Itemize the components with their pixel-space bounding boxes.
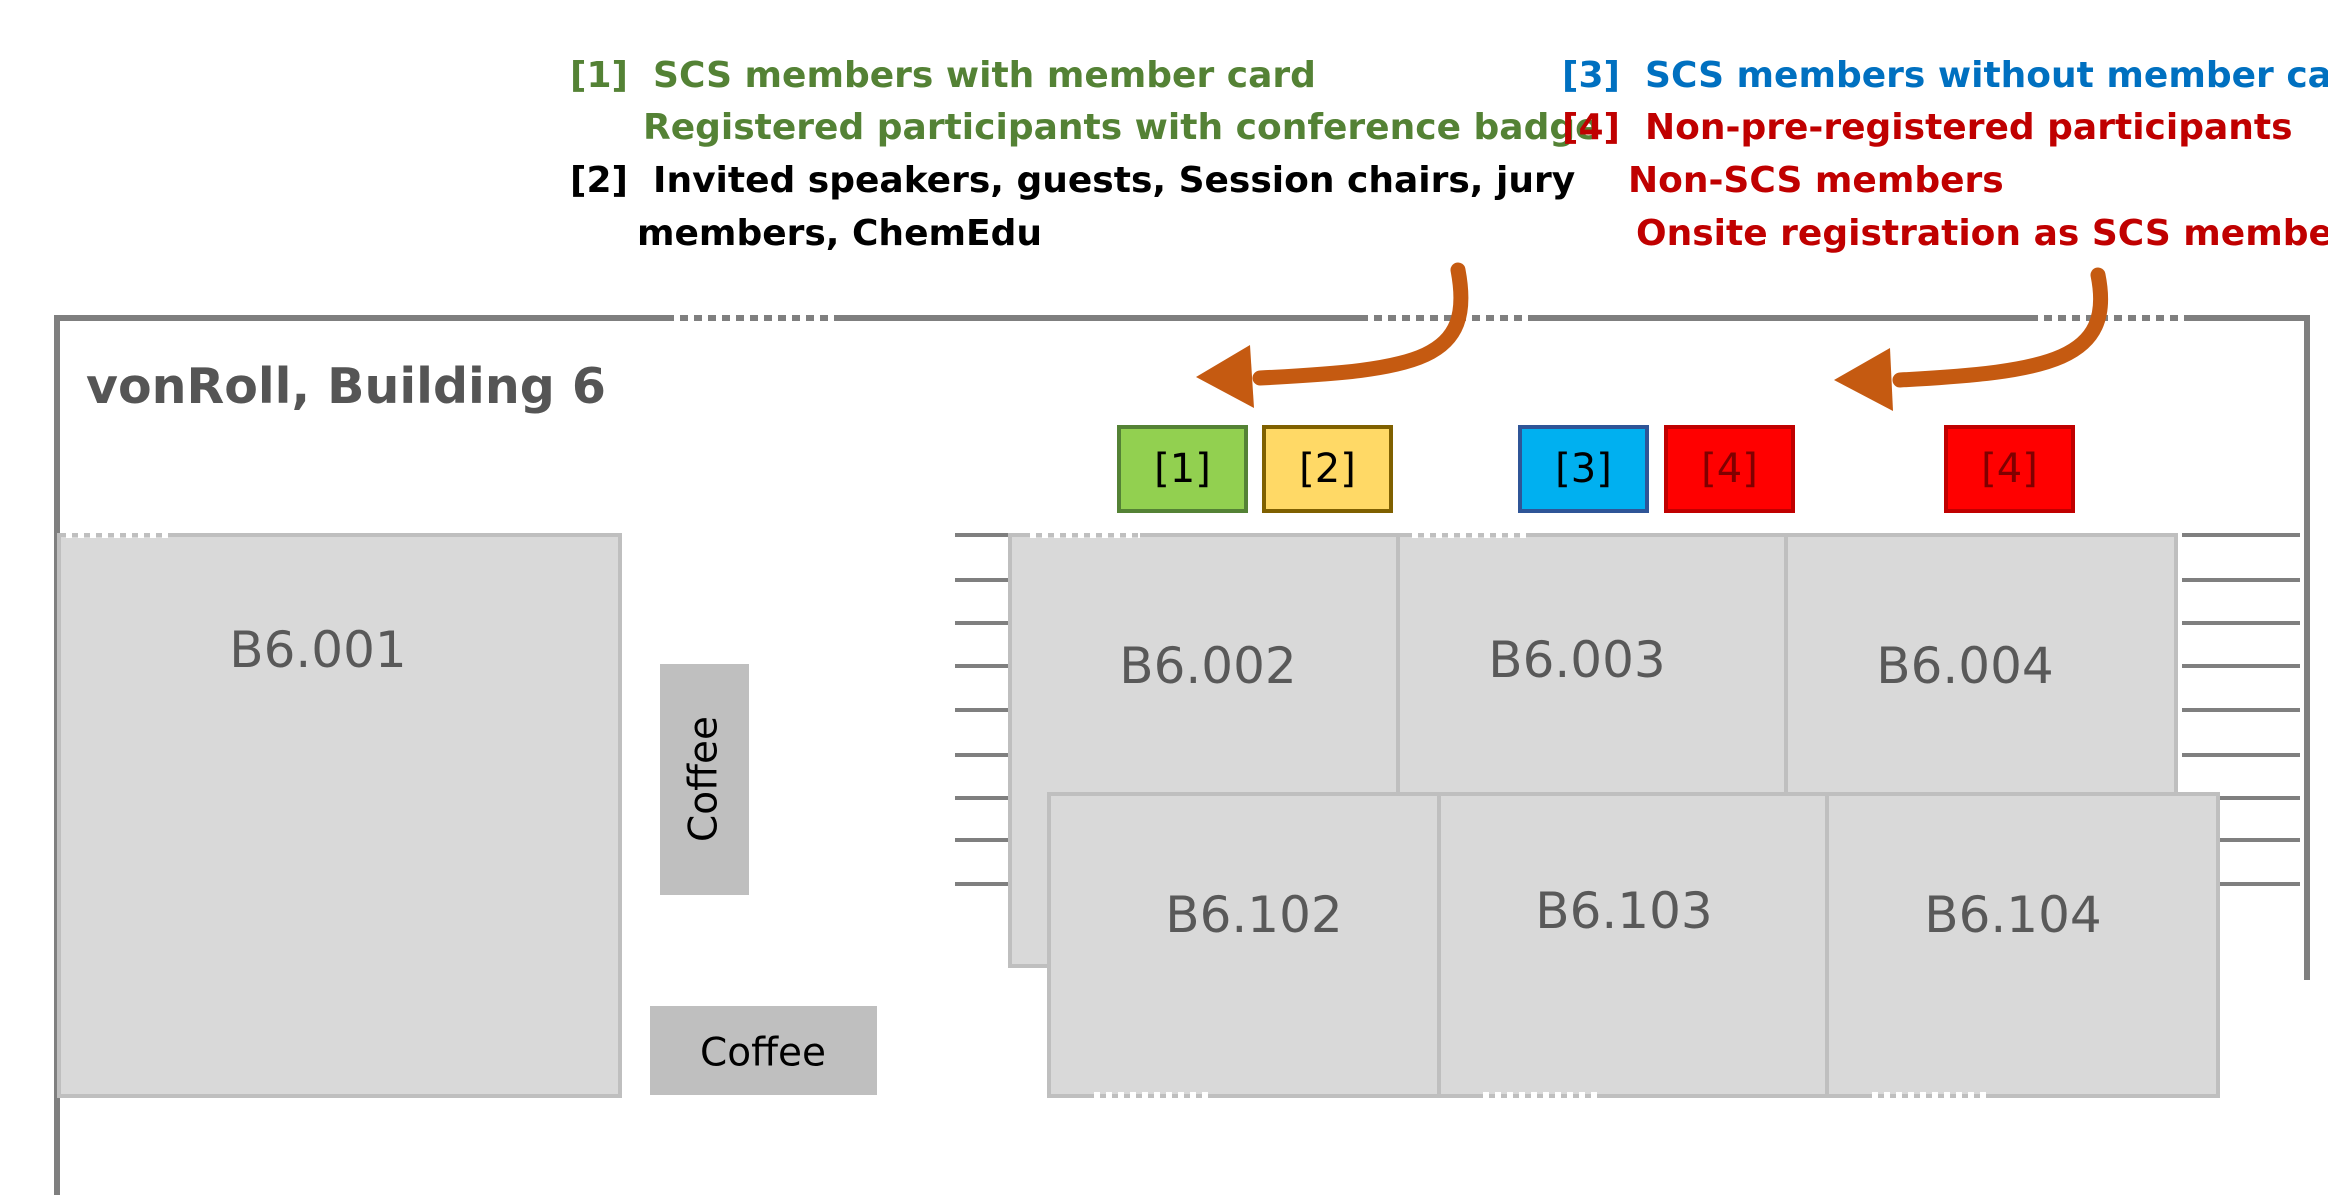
desk-label: [2] <box>1299 446 1356 492</box>
legend-group4-line3: Onsite registration as SCS member <box>1636 213 2328 254</box>
legend-text: Invited speakers, guests, Session chairs… <box>653 160 1576 201</box>
legend-group4-line2: Non-SCS members <box>1628 160 2004 201</box>
desk-label: [4] <box>1701 446 1758 492</box>
legend-tag-2: [2] <box>570 160 628 201</box>
desk-label: [3] <box>1555 446 1612 492</box>
coffee-label: Coffee <box>681 716 727 842</box>
desk-1: [1] <box>1117 425 1248 513</box>
room-label-b6-002: B6.002 <box>1119 637 1297 695</box>
room-b6-001 <box>57 533 622 1098</box>
desk-3: [3] <box>1518 425 1649 513</box>
legend-tag-3: [3] <box>1562 55 1620 96</box>
legend-tag-1: [1] <box>570 55 628 96</box>
coffee-label: Coffee <box>700 1030 826 1076</box>
room-b6-104 <box>1825 792 2220 1098</box>
legend-group1-line2: Registered participants with conference … <box>643 107 1600 148</box>
legend-group1-line1: [1] SCS members with member card <box>570 58 1316 94</box>
coffee-station-vertical: Coffee <box>660 664 749 895</box>
stairs-right <box>2182 533 2300 886</box>
desk-4a: [4] <box>1664 425 1795 513</box>
room-label-b6-102: B6.102 <box>1165 886 1343 944</box>
room-label-b6-103: B6.103 <box>1535 882 1713 940</box>
room-b6-103 <box>1437 792 1829 1098</box>
desk-label: [1] <box>1154 446 1211 492</box>
room-b6-102 <box>1047 792 1441 1098</box>
stairs-left <box>955 533 1012 886</box>
legend-group2-line2: members, ChemEdu <box>637 213 1042 254</box>
legend-text: SCS members without member card <box>1645 55 2328 96</box>
arrow-right-desks <box>1834 267 2109 411</box>
desk-label: [4] <box>1981 446 2038 492</box>
legend-tag-4: [4] <box>1562 107 1620 148</box>
legend-group4-line1: [4] Non-pre-registered participants <box>1562 110 2293 146</box>
room-label-b6-104: B6.104 <box>1924 886 2102 944</box>
room-label-b6-003: B6.003 <box>1488 631 1666 689</box>
legend-text: Non-pre-registered participants <box>1645 107 2293 148</box>
room-label-b6-004: B6.004 <box>1876 637 2054 695</box>
desk-4b: [4] <box>1944 425 2075 513</box>
building-title: vonRoll, Building 6 <box>86 358 606 415</box>
legend-group2-line1: [2] Invited speakers, guests, Session ch… <box>570 163 1575 199</box>
arrow-left-desks <box>1196 262 1469 408</box>
room-label-b6-001: B6.001 <box>229 621 407 679</box>
legend-text: SCS members with member card <box>653 55 1316 96</box>
desk-2: [2] <box>1262 425 1393 513</box>
legend-group3-line1: [3] SCS members without member card <box>1562 58 2328 94</box>
coffee-station-horizontal: Coffee <box>650 1006 877 1095</box>
